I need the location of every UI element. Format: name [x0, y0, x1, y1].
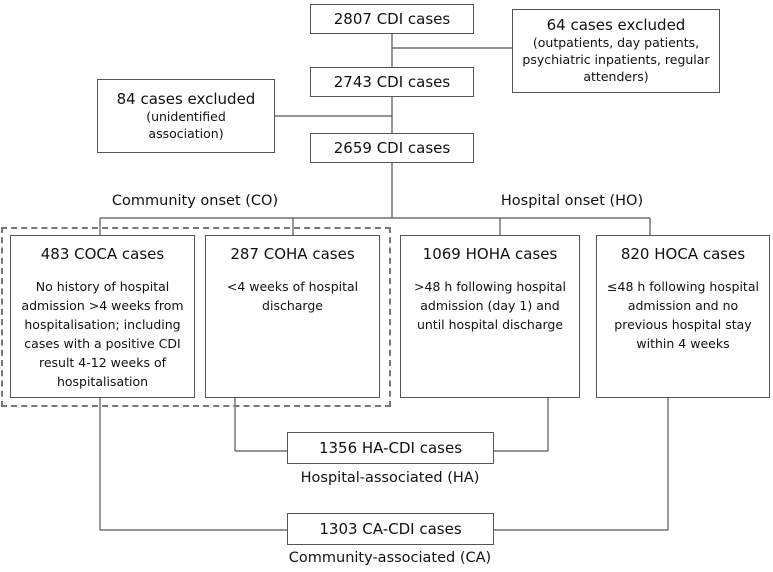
excluded-84-count: 84 cases excluded	[116, 89, 256, 108]
community-associated-label: Community-associated (CA)	[288, 550, 492, 566]
coca-description: No history of hospital admission >4 week…	[21, 279, 184, 389]
excluded-84-reason: (unidentified association)	[146, 108, 226, 141]
hospital-onset-label: Hospital onset (HO)	[500, 193, 644, 209]
after-first-exclusion-label: 2743 CDI cases	[333, 73, 451, 91]
hoha-description: >48 h following hospital admission (day …	[414, 279, 566, 332]
coca-title: 483 COCA cases	[40, 245, 165, 263]
hoha-box: 1069 HOHA cases >48 h following hospital…	[400, 235, 580, 398]
excluded-64-box: 64 cases excluded (outpatients, day pati…	[512, 9, 720, 93]
coca-box: 483 COCA cases No history of hospital ad…	[10, 235, 195, 398]
hoca-title: 820 HOCA cases	[620, 245, 746, 263]
hoca-description: ≤48 h following hospital admission and n…	[607, 279, 759, 351]
after-first-exclusion-box: 2743 CDI cases	[310, 67, 474, 97]
hoha-title: 1069 HOHA cases	[422, 245, 558, 263]
ca-cdi-box: 1303 CA-CDI cases	[287, 513, 494, 545]
coha-box: 287 COHA cases <4 weeks of hospital disc…	[205, 235, 380, 398]
after-second-exclusion-label: 2659 CDI cases	[333, 139, 451, 157]
ca-cdi-label: 1303 CA-CDI cases	[319, 520, 462, 538]
coha-description: <4 weeks of hospital discharge	[226, 279, 359, 313]
excluded-84-box: 84 cases excluded (unidentified associat…	[97, 79, 275, 153]
total-cases-label: 2807 CDI cases	[333, 10, 451, 28]
hospital-associated-label: Hospital-associated (HA)	[300, 470, 480, 486]
ha-cdi-box: 1356 HA-CDI cases	[287, 432, 494, 464]
community-onset-label: Community onset (CO)	[111, 193, 279, 209]
after-second-exclusion-box: 2659 CDI cases	[310, 133, 474, 163]
coha-title: 287 COHA cases	[230, 245, 355, 263]
community-onset-group-outline	[1, 227, 391, 407]
hoca-box: 820 HOCA cases ≤48 h following hospital …	[596, 235, 770, 398]
excluded-64-reason: (outpatients, day patients, psychiatric …	[522, 35, 710, 84]
ha-cdi-label: 1356 HA-CDI cases	[318, 439, 463, 457]
excluded-64-count: 64 cases excluded	[546, 16, 686, 34]
total-cases-box: 2807 CDI cases	[310, 4, 474, 34]
